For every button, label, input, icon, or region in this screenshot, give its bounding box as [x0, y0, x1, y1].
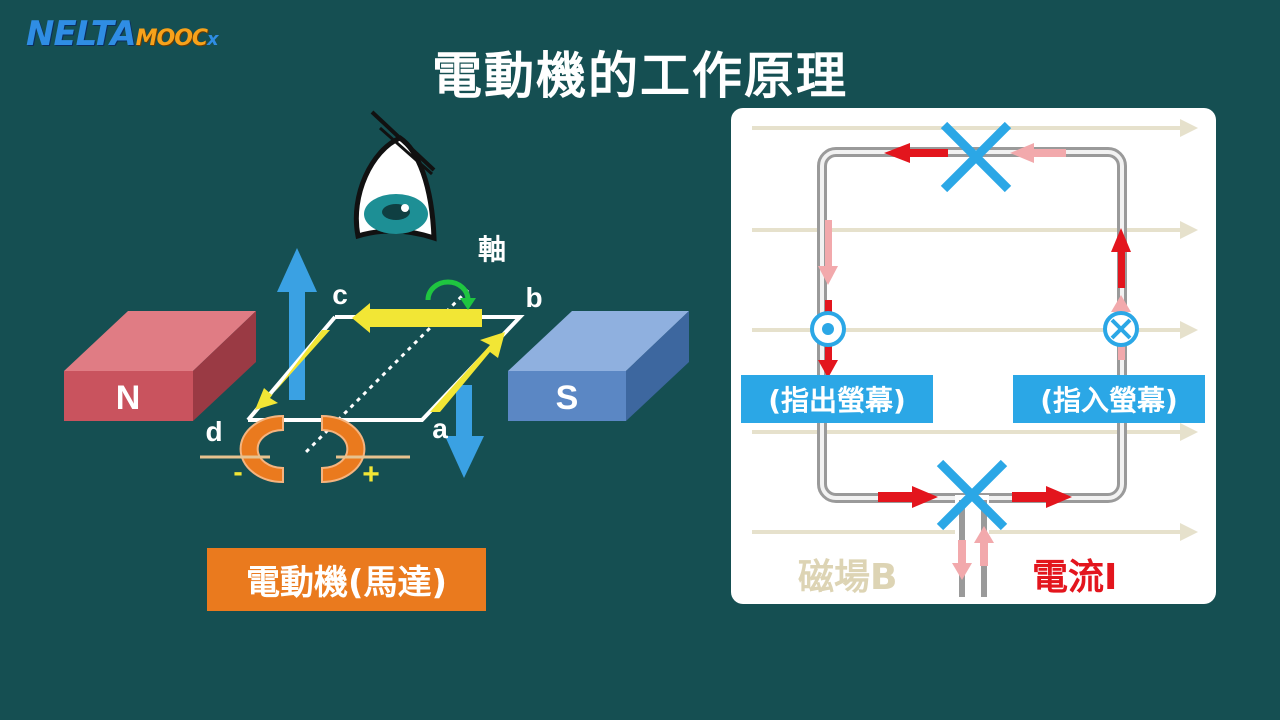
no-force-cross-top [940, 121, 1012, 193]
legend-magnetic-field: 磁場B [798, 557, 898, 598]
deltamoocx-logo: NELTAMOOCx [26, 14, 219, 54]
logo-part2: MOOC [135, 26, 208, 51]
eye-icon [353, 110, 437, 242]
terminal-plus-label: + [362, 458, 380, 491]
commutator [200, 414, 410, 484]
magnet-north-label: N [116, 379, 141, 417]
motor-label: 電動機(馬達) [207, 548, 486, 611]
magnet-south-label: S [556, 379, 579, 417]
corner-d-label: d [205, 416, 222, 447]
north-magnet: N [64, 311, 256, 421]
south-magnet: S [508, 311, 689, 421]
into-screen-tag: (指入螢幕) [1013, 375, 1205, 423]
terminal-minus-label: - [233, 456, 242, 487]
axis-label: 軸 [478, 233, 506, 266]
current-arrows [255, 303, 505, 412]
corner-a-label: a [432, 413, 448, 444]
legend-current: 電流I [1032, 557, 1118, 598]
force-arrow-up [277, 248, 317, 400]
out-of-screen-tag: (指出螢幕) [741, 375, 933, 423]
current-out-of-screen-icon [810, 311, 846, 347]
corner-c-label: c [332, 279, 348, 310]
page-title: 電動機的工作原理 [432, 47, 848, 105]
corner-b-label: b [525, 282, 542, 313]
rotation-arrow [425, 279, 471, 301]
force-arrow-down [445, 385, 484, 478]
logo-part1: NELTA [26, 14, 137, 54]
no-force-cross-bottom [936, 459, 1008, 531]
current-into-screen-icon [1103, 311, 1139, 347]
logo-part3: x [207, 29, 219, 50]
